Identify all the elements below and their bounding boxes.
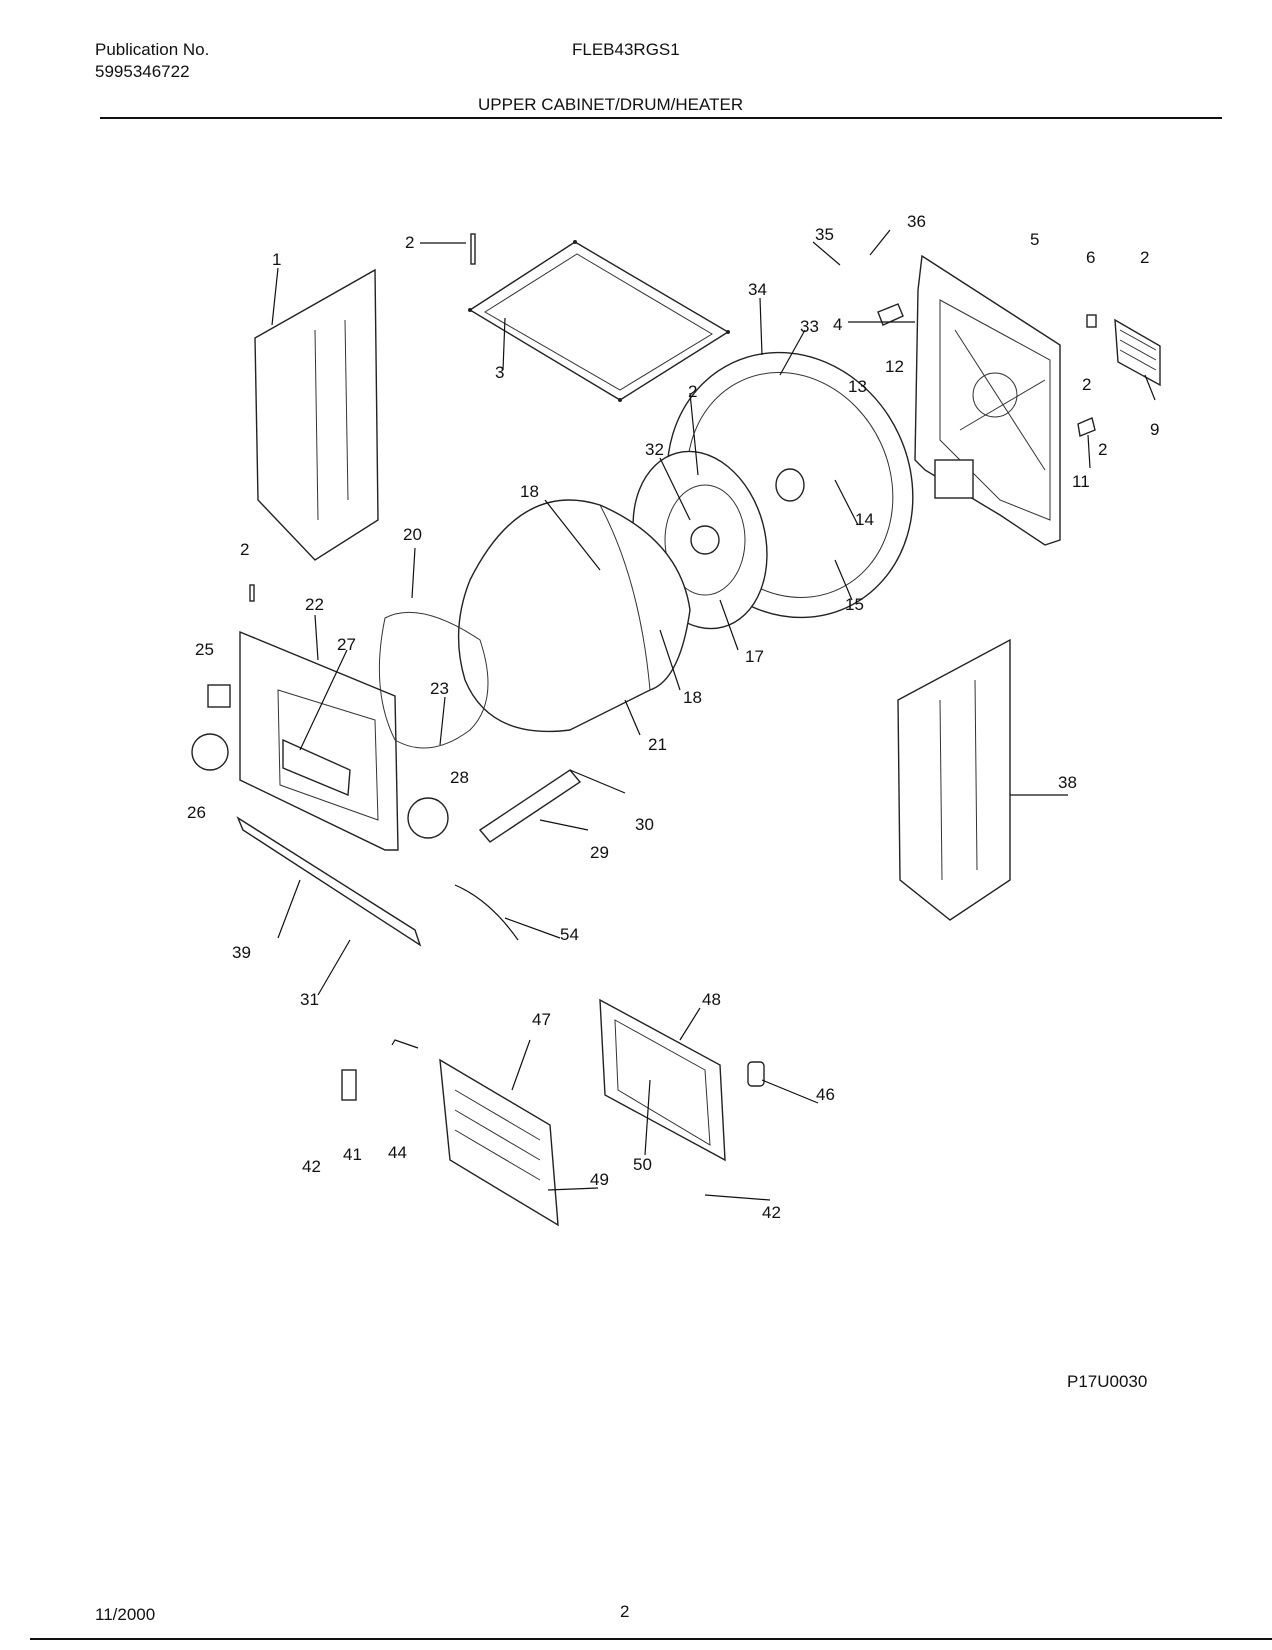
callout-1: 1 bbox=[272, 250, 281, 269]
callout-48: 48 bbox=[702, 990, 721, 1009]
switch-housing bbox=[191, 733, 229, 771]
callout-44: 44 bbox=[388, 1143, 407, 1162]
callout-25: 25 bbox=[195, 640, 214, 659]
bracket bbox=[1086, 314, 1097, 328]
publication-label: Publication No. bbox=[95, 40, 210, 59]
section-title: UPPER CABINET/DRUM/HEATER bbox=[478, 95, 744, 114]
callout-22: 22 bbox=[305, 595, 324, 614]
header-rule bbox=[100, 117, 1222, 119]
door-handle-wire bbox=[391, 1039, 419, 1049]
callout-20: 20 bbox=[403, 525, 422, 544]
callout-36: 36 bbox=[907, 212, 926, 231]
support-bracket bbox=[478, 769, 582, 843]
callout-50: 50 bbox=[633, 1155, 652, 1174]
door-strike bbox=[747, 1061, 765, 1087]
footer-date: 11/2000 bbox=[95, 1605, 156, 1624]
door-inner bbox=[439, 1058, 559, 1227]
callout-30: 30 bbox=[635, 815, 654, 834]
callout-26: 26 bbox=[187, 803, 206, 822]
front-rail bbox=[236, 816, 422, 947]
drum-seal bbox=[378, 611, 489, 749]
callout-28: 28 bbox=[450, 768, 469, 787]
wire-harness bbox=[454, 884, 519, 941]
callout-17: 17 bbox=[745, 647, 764, 666]
callout-47: 47 bbox=[532, 1010, 551, 1029]
drum bbox=[457, 499, 691, 733]
callout-23: 23 bbox=[430, 679, 449, 698]
callout-18: 18 bbox=[683, 688, 702, 707]
figure-code: P17U0030 bbox=[1067, 1372, 1148, 1391]
bracket bbox=[1077, 417, 1096, 437]
callout-14: 14 bbox=[855, 510, 874, 529]
leader-lines bbox=[271, 229, 1156, 1201]
callout-49: 49 bbox=[590, 1170, 609, 1189]
callout-2: 2 bbox=[1082, 375, 1091, 394]
callout-32: 32 bbox=[645, 440, 664, 459]
side-panel-right bbox=[897, 638, 1011, 921]
callout-4: 4 bbox=[833, 315, 842, 334]
callout-13: 13 bbox=[848, 377, 867, 396]
front-panel bbox=[239, 630, 399, 851]
callout-9: 9 bbox=[1150, 420, 1159, 439]
top-panel bbox=[468, 240, 730, 402]
callout-2: 2 bbox=[1098, 440, 1107, 459]
callout-35: 35 bbox=[815, 225, 834, 244]
callout-15: 15 bbox=[845, 595, 864, 614]
footer-rule bbox=[30, 1638, 1272, 1640]
callout-2: 2 bbox=[240, 540, 249, 559]
callout-6: 6 bbox=[1086, 248, 1095, 267]
callout-39: 39 bbox=[232, 943, 251, 962]
callout-41: 41 bbox=[343, 1145, 362, 1164]
callout-29: 29 bbox=[590, 843, 609, 862]
page-number: 2 bbox=[620, 1602, 630, 1621]
hinge bbox=[341, 1069, 357, 1101]
callout-42: 42 bbox=[302, 1157, 321, 1176]
callout-12: 12 bbox=[885, 357, 904, 376]
callout-46: 46 bbox=[816, 1085, 835, 1104]
callout-34: 34 bbox=[748, 280, 767, 299]
model-number: FLEB43RGS1 bbox=[572, 40, 680, 59]
door-outer bbox=[599, 998, 726, 1162]
door-switch bbox=[207, 684, 231, 708]
vent-cover bbox=[1114, 318, 1161, 387]
callout-33: 33 bbox=[800, 317, 819, 336]
callout-2: 2 bbox=[1140, 248, 1149, 267]
rear-bulkhead bbox=[914, 254, 1061, 546]
roller-detail bbox=[407, 797, 449, 839]
callout-2: 2 bbox=[688, 382, 697, 401]
callout-18: 18 bbox=[520, 482, 539, 501]
callout-27: 27 bbox=[337, 635, 356, 654]
callout-42: 42 bbox=[762, 1203, 781, 1222]
callout-3: 3 bbox=[495, 363, 504, 382]
side-panel-left bbox=[254, 268, 379, 561]
callout-54: 54 bbox=[560, 925, 579, 944]
callout-5: 5 bbox=[1030, 230, 1039, 249]
callout-31: 31 bbox=[300, 990, 319, 1009]
callout-11: 11 bbox=[1072, 472, 1090, 491]
callout-21: 21 bbox=[648, 735, 667, 754]
callout-38: 38 bbox=[1058, 773, 1077, 792]
publication-number: 5995346722 bbox=[95, 62, 190, 81]
callout-2: 2 bbox=[405, 233, 414, 252]
